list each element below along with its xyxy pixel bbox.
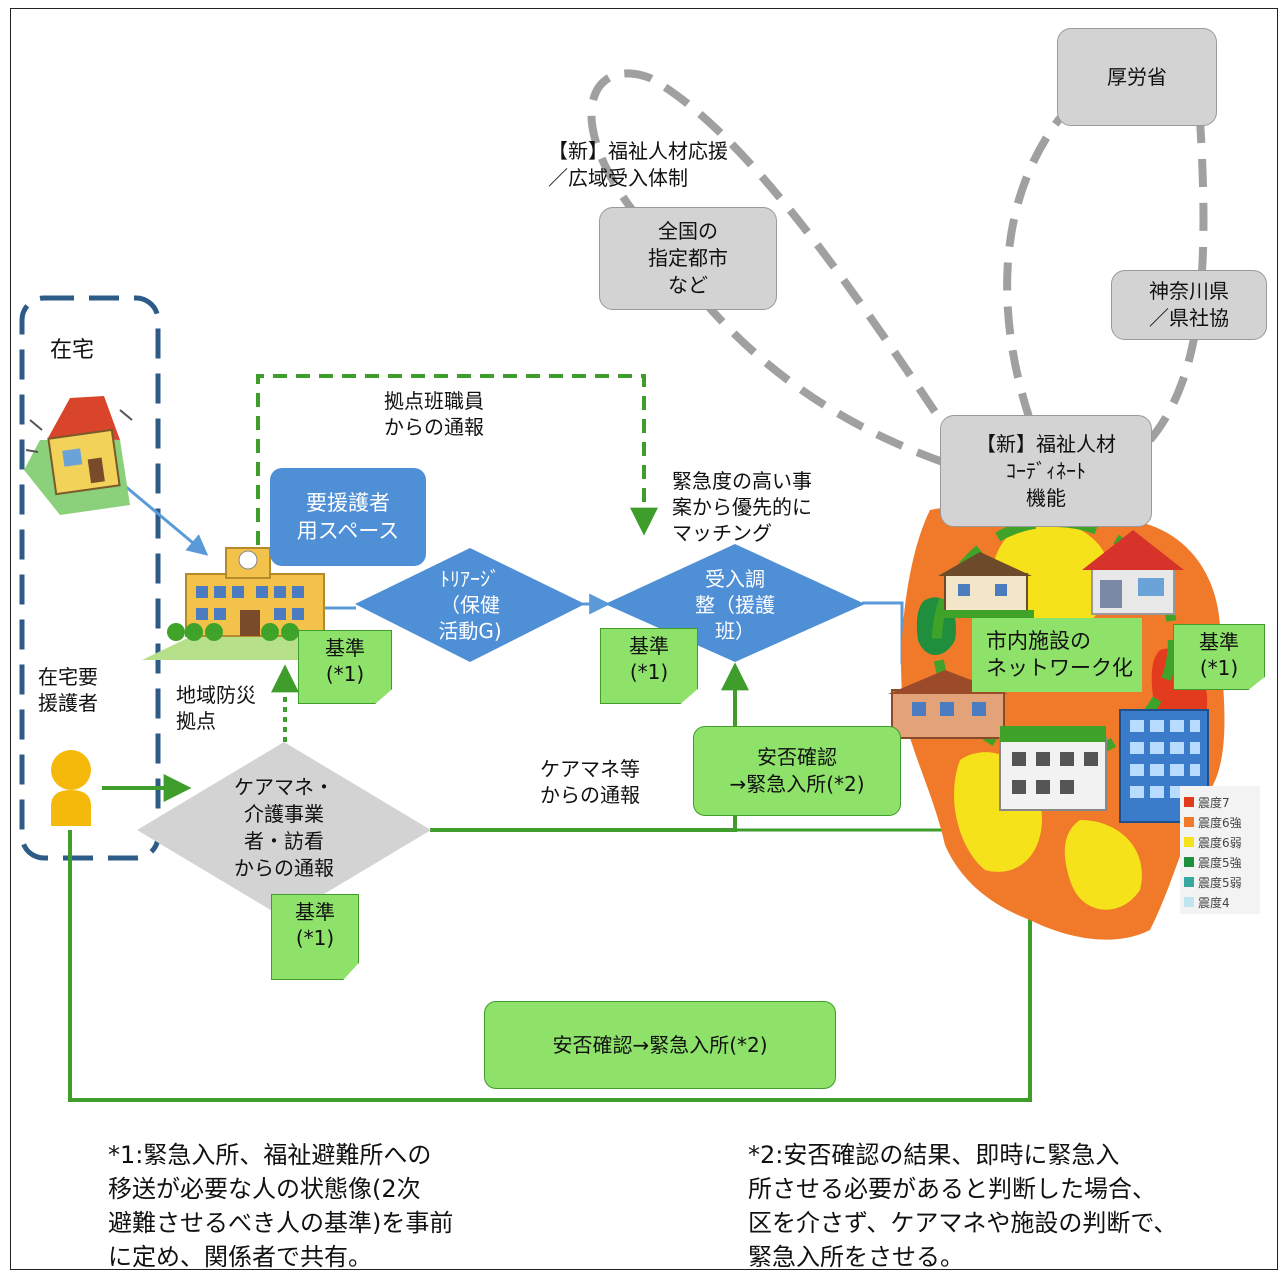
seismic-legend-swatch [1184, 877, 1194, 887]
footnote-2: *2:安否確認の結果、即時に緊急入 所させる必要があると判断した場合、 区を介さ… [748, 1141, 1178, 1271]
person-to-facility-loop [68, 830, 1044, 1102]
home-region [19, 295, 161, 861]
seismic-legend-label: 震度6弱 [1198, 835, 1242, 850]
triage-diamond [355, 548, 585, 662]
footnote-1: *1:緊急入所、福祉避難所への 移送が必要な人の状態像(2次 避難させるべき人の… [108, 1141, 454, 1271]
triage-label: ﾄﾘｱｰｼﾞ （保健 活動G) [438, 567, 502, 643]
seismic-legend-label: 震度6強 [1198, 815, 1242, 830]
seismic-legend-label: 震度7 [1198, 795, 1230, 810]
criteria-note-base: 基準 (*1) [298, 630, 392, 704]
coordinate-function-box: 【新】福祉人材 ｺｰﾃﾞｨﾈｰﾄ 機能 [940, 415, 1152, 527]
seismic-legend-swatch [1184, 857, 1194, 867]
seismic-legend-item: 震度6強 [1184, 812, 1260, 832]
needs-support-person-label: 在宅要 援護者 [38, 665, 98, 715]
red-roof-house-icon [1082, 530, 1184, 615]
brick-house-icon [888, 670, 1008, 739]
seismic-legend-item: 震度7 [1184, 792, 1260, 812]
seismic-legend-item: 震度5弱 [1184, 872, 1260, 892]
staff-report-label: 拠点班職員 からの通報 [384, 389, 484, 439]
kanagawa-box: 神奈川県 ／県社協 [1111, 270, 1267, 340]
care-report-from-label: ケアマネ等 からの通報 [540, 757, 640, 807]
seismic-legend: 震度7 震度6強震度6弱震度5強震度5弱震度4 [1180, 786, 1260, 914]
network-label-box: 市内施設の ネットワーク化 [972, 618, 1142, 692]
base-label: 地域防災 拠点 [176, 683, 256, 733]
school-building-icon [142, 547, 330, 660]
support-space-box: 要援護者 用スペース [270, 468, 426, 566]
safety-check-box-small: 安否確認 →緊急入所(*2) [693, 726, 901, 816]
seismic-legend-swatch [1184, 837, 1194, 847]
adjust-label: 受入調 整（援護 班） [695, 567, 775, 643]
mhlw-box: 厚労省 [1057, 28, 1217, 126]
criteria-note-facility: 基準 (*1) [1173, 624, 1265, 690]
seismic-legend-label: 震度5弱 [1198, 875, 1242, 890]
seismic-legend-swatch [1184, 797, 1194, 807]
wide-area-loop [587, 69, 1014, 523]
house-to-base-arrow [124, 484, 209, 556]
priority-note: 緊急度の高い事 案から優先的に マッチング [672, 469, 812, 545]
seismic-legend-item: 震度5強 [1184, 852, 1260, 872]
seismic-legend-item: 震度4 [1184, 892, 1260, 912]
seismic-legend-item: 震度6弱 [1184, 832, 1260, 852]
seismic-legend-label: 震度5強 [1198, 855, 1242, 870]
care-report-diamond [137, 742, 431, 918]
new-support-label: 【新】福祉人材応援 ／広域受入体制 [548, 139, 728, 190]
criteria-note-care: 基準 (*1) [271, 894, 359, 980]
person-icon [51, 750, 91, 826]
seismic-legend-label: 震度4 [1198, 895, 1230, 910]
diagram-frame [10, 8, 1278, 1270]
house-facility-icon [938, 552, 1034, 618]
staff-report-line [256, 374, 658, 660]
safety-check-box-large: 安否確認→緊急入所(*2) [484, 1001, 836, 1089]
home-title: 在宅 [50, 338, 95, 363]
mhlw-link [1003, 115, 1064, 422]
criteria-note-adjust: 基準 (*1) [600, 628, 698, 704]
cities-box: 全国の 指定都市 など [599, 207, 777, 310]
care-report-label: ケアマネ・ 介護事業 者・訪看 からの通報 [234, 775, 334, 880]
seismic-legend-swatch [1184, 817, 1194, 827]
seismic-legend-swatch [1184, 897, 1194, 907]
care-facility-icon [999, 726, 1107, 811]
damaged-house-icon [24, 396, 133, 515]
